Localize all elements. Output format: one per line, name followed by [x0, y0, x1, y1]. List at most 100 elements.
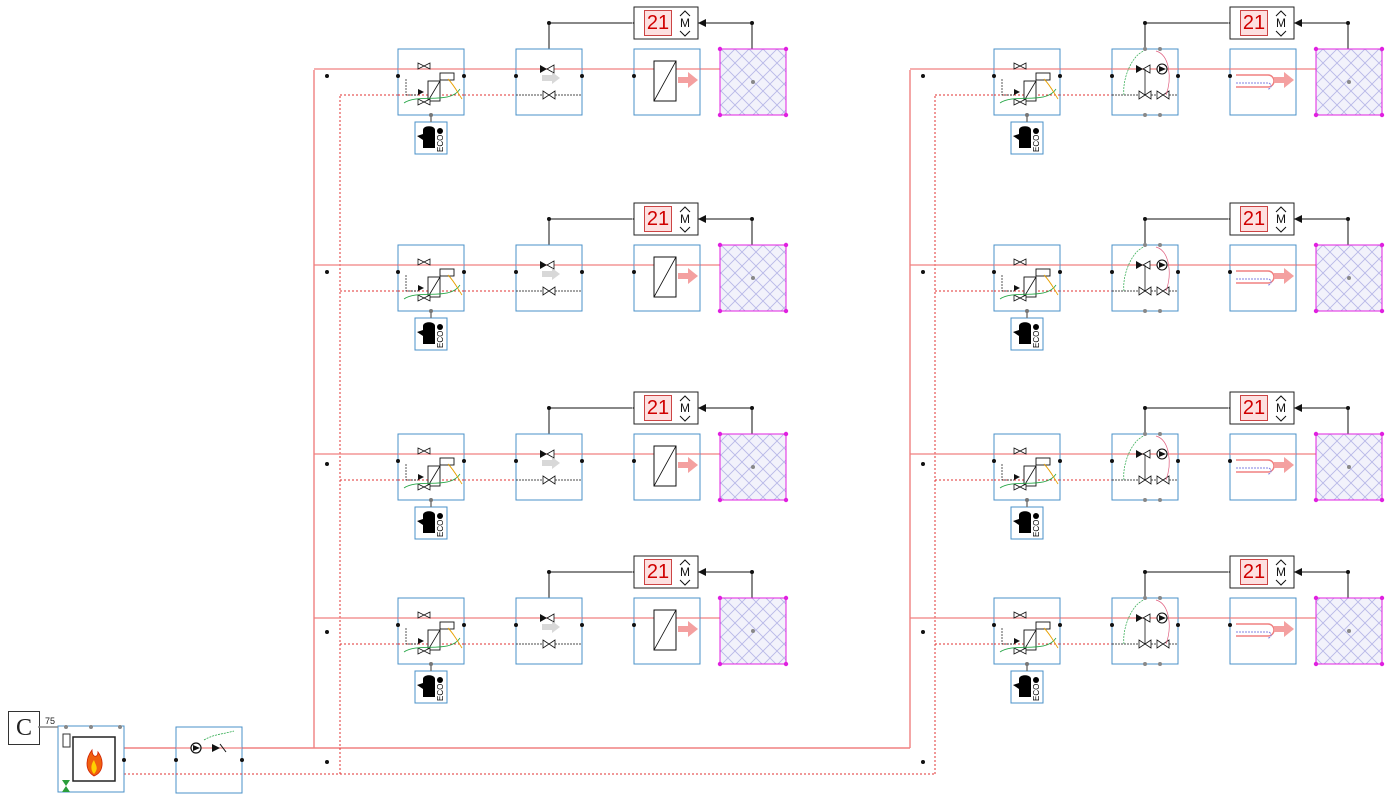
- room-corner-dot: [1379, 497, 1385, 503]
- mode-chevrons-icon[interactable]: [679, 206, 691, 233]
- control-wire: [405, 628, 418, 645]
- heat-output-arrow-icon: [678, 621, 698, 637]
- thermostat-setpoint[interactable]: 21: [644, 395, 672, 421]
- actuator-icon: [1035, 621, 1051, 630]
- riser-dot: [921, 760, 925, 764]
- port-dot: [580, 459, 584, 463]
- right-floorheat-1: ECO: [910, 6, 1385, 155]
- room-corner-dot: [1379, 431, 1385, 437]
- thermostat-mode[interactable]: M: [680, 401, 690, 415]
- eco-sensor-icon: [1033, 128, 1039, 134]
- port-dot: [580, 270, 584, 274]
- sensor-wire: [1123, 599, 1145, 645]
- control-wire: [405, 79, 418, 96]
- valve-icon: [418, 89, 424, 95]
- room-zone[interactable]: [1315, 244, 1383, 312]
- room-corner-dot: [1313, 112, 1319, 118]
- mode-chevrons-icon[interactable]: [1275, 10, 1287, 37]
- port-dot: [64, 725, 68, 729]
- mode-chevrons-icon[interactable]: [1275, 206, 1287, 233]
- sensor-wire: [999, 88, 1057, 104]
- pipe-segment: [427, 465, 441, 487]
- sensor-wire: [1123, 435, 1145, 481]
- thermostat-setpoint[interactable]: 21: [1240, 395, 1268, 421]
- port-dot: [1110, 459, 1114, 463]
- port-dot: [992, 459, 996, 463]
- port-dot: [1110, 623, 1114, 627]
- control-dot: [1346, 217, 1350, 221]
- pipe-segment: [219, 743, 227, 753]
- thermostat-mode[interactable]: M: [1276, 212, 1286, 226]
- valve-icon: [1013, 98, 1027, 106]
- actuator-icon: [1035, 457, 1051, 466]
- sensor-wire: [999, 473, 1057, 489]
- mixer-module-box[interactable]: [515, 597, 583, 665]
- room-zone[interactable]: [1315, 48, 1383, 116]
- mixer-module-box[interactable]: [515, 48, 583, 116]
- valve-icon: [417, 483, 431, 491]
- floor-return-icon: [1236, 82, 1272, 90]
- pump-group-box[interactable]: [175, 726, 243, 794]
- port-dot: [240, 758, 244, 762]
- pipe-segment: [427, 276, 441, 298]
- eco-valve-icon: [417, 134, 423, 140]
- boiler-unit[interactable]: [38, 725, 126, 793]
- sensor-wire: [1043, 627, 1059, 649]
- heat-output-arrow-icon: [1274, 621, 1294, 637]
- control-dot: [1346, 21, 1350, 25]
- port-dot: [1058, 623, 1062, 627]
- sensor-wire: [999, 284, 1057, 300]
- pipe-segment: [427, 80, 441, 102]
- valve-icon: [417, 258, 431, 266]
- boiler-pump-group[interactable]: [174, 726, 244, 794]
- eco-tank-icon: [1019, 322, 1031, 344]
- valve-icon: [417, 647, 431, 655]
- port-dot: [1176, 623, 1180, 627]
- eco-valve-icon: [1013, 134, 1019, 140]
- thermostat-mode[interactable]: M: [680, 565, 690, 579]
- port-dot: [632, 459, 636, 463]
- room-corner-dot: [1379, 595, 1385, 601]
- thermostat-setpoint[interactable]: 21: [1240, 206, 1268, 232]
- mode-chevrons-icon[interactable]: [679, 559, 691, 586]
- thermostat-mode[interactable]: M: [1276, 401, 1286, 415]
- eco-sensor-icon: [437, 128, 443, 134]
- eco-label: ECO: [436, 520, 445, 537]
- right-floorheat-3: ECO: [910, 391, 1385, 540]
- mixer-module-box[interactable]: [515, 244, 583, 312]
- port-dot: [174, 758, 178, 762]
- thermostat-mode[interactable]: M: [680, 212, 690, 226]
- room-corner-dot: [783, 431, 789, 437]
- actuator-icon: [1035, 72, 1051, 81]
- left-radiator-1: ECO: [314, 6, 789, 155]
- thermostat-setpoint[interactable]: 21: [644, 559, 672, 585]
- thermostat-mode[interactable]: M: [680, 16, 690, 30]
- floor-return-icon: [1236, 631, 1272, 639]
- mode-chevrons-icon[interactable]: [1275, 395, 1287, 422]
- valve-module-box[interactable]: [397, 48, 465, 116]
- control-dot: [547, 217, 551, 221]
- mode-chevrons-icon[interactable]: [679, 10, 691, 37]
- room-corner-dot: [1379, 308, 1385, 314]
- room-corner-dot: [1313, 497, 1319, 503]
- pump-arrow-icon: [1159, 451, 1166, 457]
- thermostat-setpoint[interactable]: 21: [644, 206, 672, 232]
- valve-icon: [1156, 90, 1170, 100]
- port-dot: [118, 725, 122, 729]
- pump-arrow-icon: [1159, 615, 1166, 621]
- source-label-box[interactable]: C: [8, 711, 40, 745]
- valve-icon: [1014, 474, 1020, 480]
- eco-tank-icon: [423, 675, 435, 697]
- mixer-module-box[interactable]: [515, 433, 583, 501]
- mode-chevrons-icon[interactable]: [679, 395, 691, 422]
- mode-chevrons-icon[interactable]: [1275, 559, 1287, 586]
- thermostat-setpoint[interactable]: 21: [1240, 10, 1268, 36]
- port-dot: [462, 623, 466, 627]
- valve-module-box[interactable]: [993, 48, 1061, 116]
- floor-return-icon: [1236, 278, 1272, 286]
- thermostat-mode[interactable]: M: [1276, 16, 1286, 30]
- thermostat-mode[interactable]: M: [1276, 565, 1286, 579]
- thermostat-setpoint[interactable]: 21: [644, 10, 672, 36]
- eco-sensor-icon: [437, 324, 443, 330]
- thermostat-setpoint[interactable]: 21: [1240, 559, 1268, 585]
